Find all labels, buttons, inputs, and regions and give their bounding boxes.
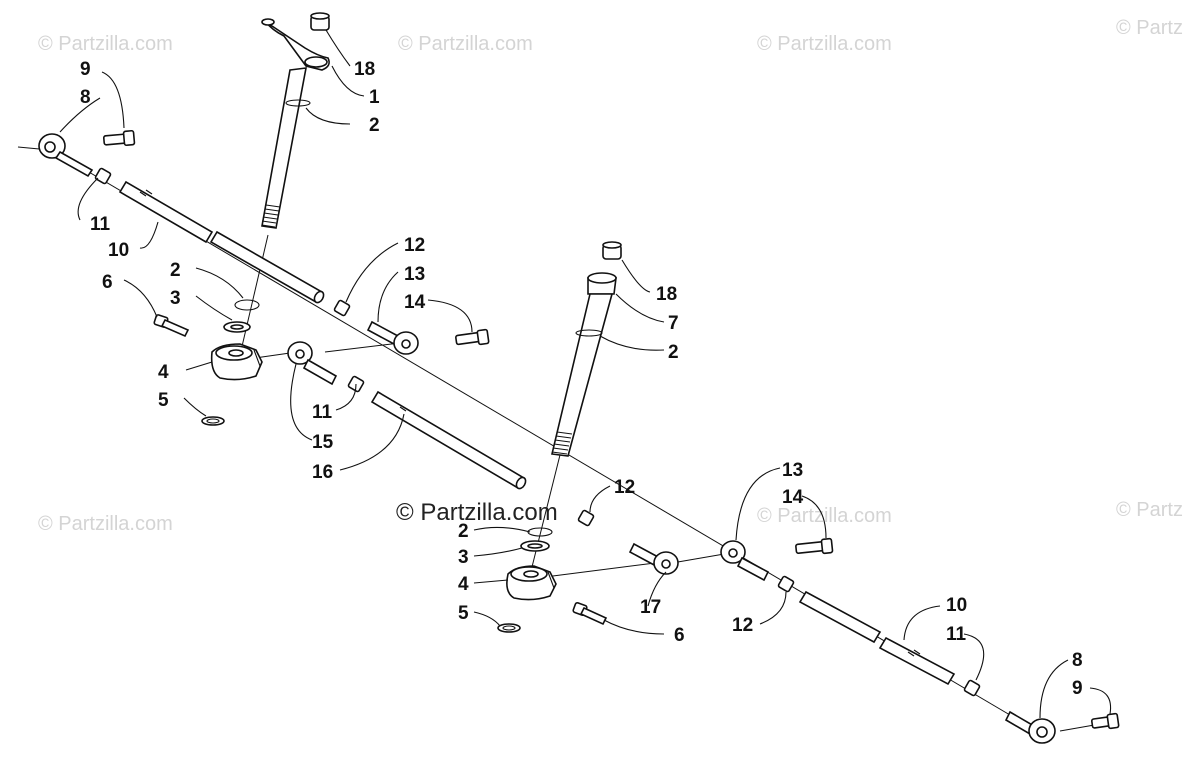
callout-11-right-nut: 11 bbox=[946, 624, 967, 645]
upper-link-end-assembly bbox=[333, 299, 490, 355]
callout-2-right-clamp-ring: 2 bbox=[458, 521, 469, 542]
callout-13-lower-rod-end: 13 bbox=[782, 460, 803, 481]
axis-link-upper bbox=[324, 342, 401, 353]
callout-1-arm: 1 bbox=[369, 87, 380, 108]
leader-lines bbox=[59, 29, 1112, 719]
watermark-mid-edge: © Partz bbox=[1116, 499, 1183, 521]
center-link-assembly bbox=[287, 341, 527, 490]
screw-part-6-left bbox=[153, 314, 190, 338]
callout-14-upper-screw: 14 bbox=[404, 292, 426, 313]
screw-part-9-left bbox=[102, 129, 136, 147]
watermark-top-center: © Partzilla.com bbox=[398, 33, 533, 55]
circlip-part-5-right bbox=[497, 623, 521, 633]
tube-part-10-right-a bbox=[798, 590, 882, 644]
axis-left-spindle bbox=[239, 234, 269, 356]
callout-6-left-screw: 6 bbox=[102, 272, 113, 293]
callout-7-spacer: 7 bbox=[668, 313, 679, 334]
left-end-assembly bbox=[38, 129, 214, 244]
callout-10-left-tube: 10 bbox=[108, 240, 129, 261]
callout-2-upper-ring: 2 bbox=[369, 115, 380, 136]
callout-12-lower-nut: 12 bbox=[732, 615, 753, 636]
rod-end-part-17 bbox=[628, 542, 679, 575]
arm-boss bbox=[304, 56, 328, 68]
right-clamp-assembly bbox=[497, 509, 679, 633]
callout-18-right-cap: 18 bbox=[656, 284, 677, 305]
clamp-part-4-left bbox=[210, 343, 263, 381]
callout-16-tube: 16 bbox=[312, 462, 333, 483]
spindle-cap-part-18-left bbox=[310, 12, 330, 31]
callout-6-right-screw: 6 bbox=[674, 625, 685, 646]
callout-2-right-ring: 2 bbox=[668, 342, 679, 363]
steering-post-left bbox=[261, 67, 307, 229]
callout-9-right-screw: 9 bbox=[1072, 678, 1083, 699]
callout-9-left-screw: 9 bbox=[80, 59, 91, 80]
clamp-part-4-right bbox=[506, 565, 557, 601]
callout-8-right-rod-end: 8 bbox=[1072, 650, 1083, 671]
callout-3-right-washer: 3 bbox=[458, 547, 469, 568]
callout-5-left-clip: 5 bbox=[158, 390, 169, 411]
watermark-layer: © Partzilla.com © Partzilla.com © Partzi… bbox=[38, 17, 1183, 535]
left-spindle-assembly bbox=[261, 12, 330, 229]
callout-11-center-nut: 11 bbox=[312, 402, 333, 423]
nut-part-11-left bbox=[94, 167, 112, 185]
arm-tip bbox=[261, 18, 275, 26]
tube-part-10-left bbox=[118, 180, 214, 244]
post-threads-right bbox=[551, 431, 573, 455]
nut-part-11-right bbox=[963, 679, 981, 697]
screw-part-6-right bbox=[572, 602, 608, 626]
axis-link-bridge bbox=[671, 552, 731, 564]
callout-13-upper-rod-end: 13 bbox=[404, 264, 425, 285]
watermark-top-right: © Partzilla.com bbox=[757, 33, 892, 55]
rod-end-part-13-lower bbox=[720, 540, 770, 582]
callout-11-left-nut: 11 bbox=[90, 214, 111, 235]
spindle-cap-part-18-right bbox=[602, 241, 622, 260]
axis-link-lower bbox=[544, 562, 656, 578]
callout-3-left-washer: 3 bbox=[170, 288, 181, 309]
watermark-top-left: © Partzilla.com bbox=[38, 33, 173, 55]
axis-clamp-to-end bbox=[254, 352, 291, 359]
screw-part-14-upper bbox=[455, 328, 490, 346]
spacer-part-7 bbox=[587, 272, 617, 295]
o-ring-part-2-right-upper bbox=[575, 329, 603, 337]
screw-part-9-right bbox=[1090, 712, 1120, 730]
o-ring-part-2-left bbox=[234, 299, 260, 311]
callout-2-left-ring: 2 bbox=[170, 260, 181, 281]
axis-right-spindle bbox=[529, 454, 561, 576]
callout-8-left-rod-end: 8 bbox=[80, 87, 91, 108]
tube-part-10-right-b bbox=[878, 636, 956, 686]
post-threads-left bbox=[261, 204, 281, 228]
watermark-top-edge: © Partz bbox=[1116, 17, 1183, 39]
rod-end-part-15 bbox=[287, 341, 338, 386]
rod-end-part-13-upper bbox=[366, 320, 419, 355]
rod-end-part-8-left bbox=[38, 133, 94, 178]
circlip-part-5-left bbox=[201, 416, 225, 426]
watermark-mid-left: © Partzilla.com bbox=[38, 513, 173, 535]
callout-18-left-cap: 18 bbox=[354, 59, 375, 80]
callout-17-rod-end: 17 bbox=[640, 597, 661, 618]
watermark-center: © Partzilla.com bbox=[396, 499, 558, 526]
callout-labels: 18 1 2 9 8 11 10 2 3 6 4 5 12 13 14 11 1… bbox=[80, 59, 1083, 699]
watermark-mid-right: © Partzilla.com bbox=[757, 505, 892, 527]
callout-12-upper-nut: 12 bbox=[404, 235, 425, 256]
right-spindle-assembly bbox=[551, 241, 622, 457]
nut-part-12-upper bbox=[333, 299, 351, 317]
callout-4-right-clamp: 4 bbox=[458, 574, 469, 595]
tie-rod-upper bbox=[209, 230, 325, 304]
callout-12-center-nut: 12 bbox=[614, 477, 635, 498]
callout-15-rod-end: 15 bbox=[312, 432, 334, 453]
callout-5-right-clip: 5 bbox=[458, 603, 469, 624]
o-ring-part-2-upper bbox=[285, 99, 311, 107]
nut-part-12-center bbox=[577, 509, 595, 527]
left-clamp-assembly bbox=[153, 299, 263, 426]
screw-part-14-lower bbox=[795, 537, 834, 555]
nut-part-12-lower bbox=[777, 575, 795, 593]
callout-14-lower-screw: 14 bbox=[782, 487, 804, 508]
right-end-assembly bbox=[720, 537, 1120, 744]
rod-end-part-8-right bbox=[1004, 710, 1056, 744]
callout-4-left-clamp: 4 bbox=[158, 362, 169, 383]
callout-10-right-tube: 10 bbox=[946, 595, 967, 616]
tube-part-16 bbox=[370, 390, 527, 490]
steering-post-right bbox=[551, 293, 614, 457]
